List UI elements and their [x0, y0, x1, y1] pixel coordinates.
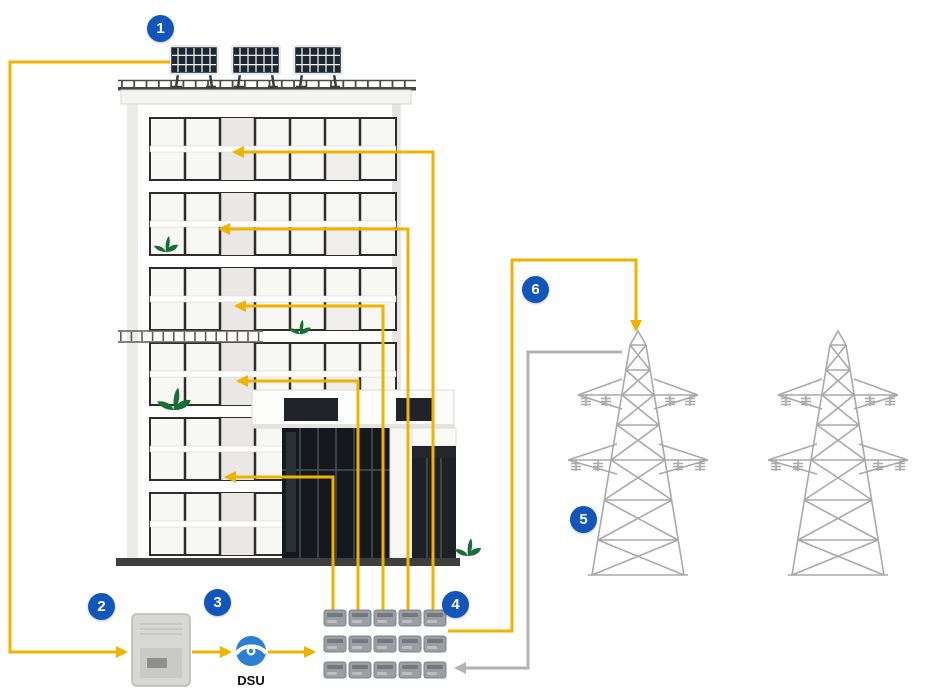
energy-flow-lines	[8, 60, 642, 674]
inverter-icon	[131, 613, 191, 687]
floor-feed-line-3	[234, 300, 385, 610]
floor-feed-line-4	[218, 223, 410, 610]
pv-to-inverter-line	[8, 60, 170, 658]
badge-5-grid: 5	[570, 506, 597, 533]
dsu-logo-icon	[234, 636, 268, 666]
balcony-railing	[118, 330, 263, 343]
pylon-right-icon	[768, 331, 908, 575]
pylon-left-icon	[568, 331, 708, 575]
badge-3-dsu: 3	[204, 589, 231, 616]
floor-feed-line-5	[232, 146, 435, 610]
badge-6-feed-in: 6	[522, 276, 549, 303]
dsu-label: DSU	[237, 673, 265, 688]
entrance-annex	[251, 389, 457, 559]
building	[116, 79, 460, 566]
badge-2-inverter: 2	[88, 593, 115, 620]
ground-base	[116, 558, 460, 566]
badge-4-meters: 4	[442, 591, 469, 618]
roof	[118, 79, 416, 105]
floor-feed-line-1	[224, 471, 335, 610]
meter-bank	[323, 609, 447, 679]
grid-feed-line	[448, 258, 642, 633]
floor-feed-line-2	[236, 375, 360, 610]
badge-1-solar: 1	[147, 15, 174, 42]
grid-return-line	[454, 350, 622, 674]
